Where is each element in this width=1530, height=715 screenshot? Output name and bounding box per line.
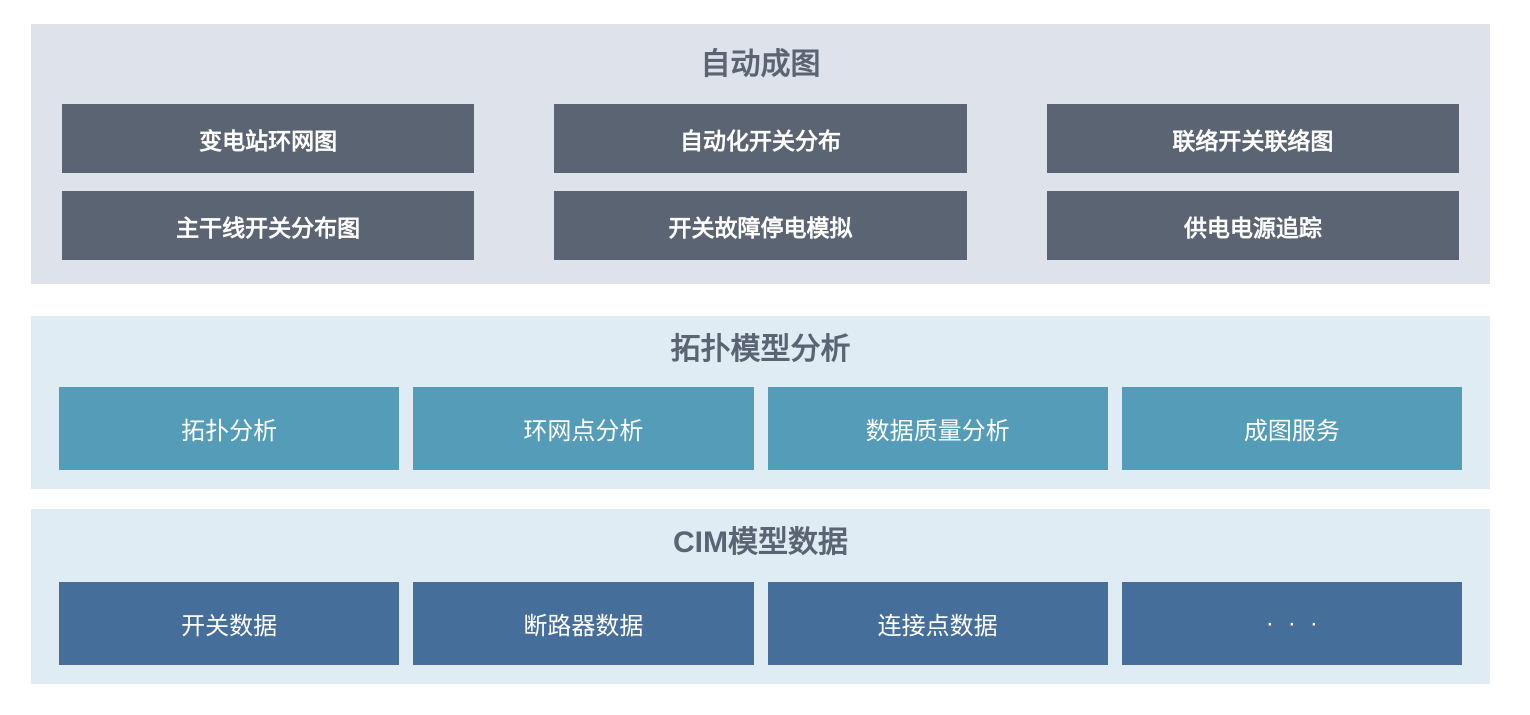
block-substation-ring-network-diagram: 变电站环网图	[62, 104, 475, 173]
auto-diagram-grid: 变电站环网图 自动化开关分布 联络开关联络图 主干线开关分布图 开关故障停电模拟…	[62, 104, 1459, 260]
section-cim-model-data-title: CIM模型数据	[673, 526, 848, 559]
block-diagram-service: 成图服务	[1121, 387, 1462, 470]
section-auto-diagram: 自动成图 变电站环网图 自动化开关分布 联络开关联络图 主干线开关分布图 开关故…	[31, 24, 1490, 284]
topology-analysis-grid: 拓扑分析 环网点分析 数据质量分析 成图服务	[59, 387, 1462, 470]
block-topology-analysis: 拓扑分析	[59, 387, 400, 470]
section-cim-model-data: CIM模型数据 开关数据 断路器数据 连接点数据 ···	[31, 509, 1490, 684]
block-more-data-ellipsis: ···	[1121, 582, 1462, 665]
block-data-quality-analysis: 数据质量分析	[767, 387, 1108, 470]
block-breaker-data: 断路器数据	[413, 582, 754, 665]
block-switch-fault-outage-simulation: 开关故障停电模拟	[554, 191, 967, 260]
section-auto-diagram-title: 自动成图	[700, 48, 821, 81]
section-topology-model-analysis-title: 拓扑模型分析	[670, 333, 851, 366]
block-switch-data: 开关数据	[59, 582, 400, 665]
block-automation-switch-distribution: 自动化开关分布	[554, 104, 967, 173]
block-trunk-line-switch-distribution: 主干线开关分布图	[62, 191, 475, 260]
cim-model-data-grid: 开关数据 断路器数据 连接点数据 ···	[59, 582, 1462, 665]
block-power-supply-tracing: 供电电源追踪	[1046, 191, 1459, 260]
block-connection-point-data: 连接点数据	[767, 582, 1108, 665]
block-tie-switch-connection-diagram: 联络开关联络图	[1046, 104, 1459, 173]
block-ring-point-analysis: 环网点分析	[413, 387, 754, 470]
section-topology-model-analysis: 拓扑模型分析 拓扑分析 环网点分析 数据质量分析 成图服务	[31, 316, 1490, 489]
